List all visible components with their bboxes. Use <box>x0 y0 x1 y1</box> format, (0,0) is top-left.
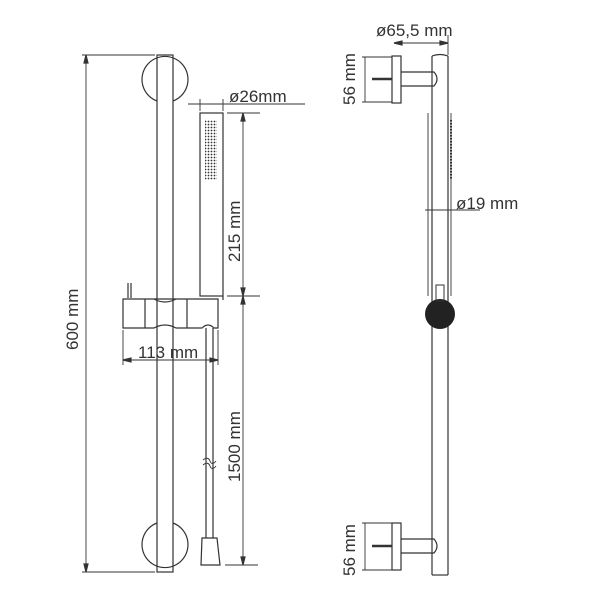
bottom-wall-flange <box>141 522 189 569</box>
label-hose-length: 1500 mm <box>225 411 244 482</box>
label-total-height: 600 mm <box>63 288 82 350</box>
dimension-line-215-1500 <box>225 112 260 566</box>
nozzle-dots <box>205 120 217 180</box>
slider-knob <box>425 299 455 329</box>
hose <box>200 328 221 566</box>
dimension-line-65-5 <box>393 35 449 55</box>
bottom-bracket-side <box>362 522 438 571</box>
rail-front <box>156 54 174 573</box>
label-handshower-length: 215 mm <box>225 200 244 262</box>
label-rail-diameter: ø19 mm <box>456 194 519 213</box>
label-handshower-diameter: ø26mm <box>229 87 287 106</box>
top-bracket-side <box>362 55 438 104</box>
dimension-line-113 <box>122 330 219 365</box>
label-bracket-depth: ø65,5 mm <box>376 21 453 40</box>
label-bottom-bracket-height: 56 mm <box>340 524 359 576</box>
top-wall-flange <box>141 55 189 102</box>
hand-shower-side <box>425 113 480 296</box>
slider-front <box>122 283 219 329</box>
hand-shower <box>199 112 224 300</box>
label-slider-width: 113 mm <box>138 343 199 362</box>
dimension-line-26 <box>188 99 305 111</box>
dimension-line-600 <box>82 54 155 573</box>
label-top-bracket-height: 56 mm <box>340 53 359 105</box>
